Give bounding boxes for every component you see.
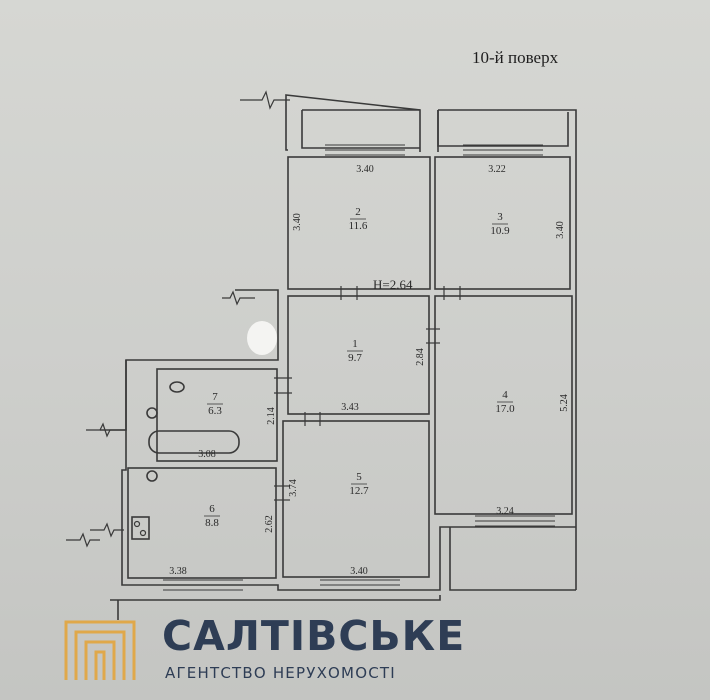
dim-room3-height: 3.40 <box>555 221 566 239</box>
dim-room2-height: 3.40 <box>292 213 303 231</box>
break-symbol <box>86 422 126 438</box>
room-2-number: 2 <box>355 206 361 218</box>
dim-bath-width: 3.08 <box>198 449 216 460</box>
stove-burner-1 <box>133 520 141 528</box>
dim-room4-width: 3.24 <box>496 506 514 517</box>
room-5-area: 12.7 <box>349 485 369 497</box>
outer-wall-left-top <box>285 98 288 151</box>
room-6-outline <box>127 467 277 579</box>
room-6-number: 6 <box>209 503 215 515</box>
dim-room3-width: 3.22 <box>488 164 506 175</box>
stove <box>131 516 150 540</box>
window-room-6 <box>163 579 243 591</box>
outer-wall-mid-left <box>235 289 279 300</box>
break-symbol <box>90 522 124 538</box>
floor-title: 10-й поверх <box>472 48 559 67</box>
outer-wall-bottom <box>110 595 441 601</box>
dim-room1-width: 3.43 <box>341 402 359 413</box>
agency-name: САЛТІВСЬКЕ <box>162 612 466 660</box>
room-1-outline <box>287 295 430 415</box>
loggia-right <box>437 110 569 147</box>
outer-wall-left-bottom <box>121 300 576 591</box>
room-7-number: 7 <box>212 391 218 403</box>
dim-room5-height: 3.74 <box>288 479 299 497</box>
dim-room5-width: 3.40 <box>350 566 368 577</box>
sink-bathroom <box>146 407 158 419</box>
break-symbol <box>240 90 290 110</box>
break-symbol <box>66 532 100 548</box>
window-room-4 <box>475 515 555 527</box>
bathtub <box>148 430 240 454</box>
outer-wall-top <box>285 94 577 590</box>
dim-room2-width: 3.40 <box>356 164 374 175</box>
room-4-number: 4 <box>502 389 508 401</box>
room-3-area: 10.9 <box>490 225 510 237</box>
dim-room1-height: 2.84 <box>415 348 426 366</box>
dim-room4-height: 5.24 <box>559 394 570 412</box>
ceiling-height-label: H=2.64 <box>373 277 413 292</box>
paper-blotch <box>247 321 277 355</box>
room-4-area: 17.0 <box>495 403 515 415</box>
window-room-2 <box>325 144 405 156</box>
dim-room6-height: 2.62 <box>264 515 275 533</box>
toilet <box>169 381 185 393</box>
room-5-number: 5 <box>356 471 362 483</box>
room-7-area: 6.3 <box>208 405 222 417</box>
dim-room6-width: 3.38 <box>169 566 187 577</box>
outer-wall-notch <box>100 360 127 431</box>
room-5-outline <box>282 420 430 578</box>
room-2-outline <box>287 156 431 290</box>
loggia-left <box>301 109 420 149</box>
room-3-number: 3 <box>497 211 503 223</box>
window-room-3 <box>463 144 543 156</box>
room-1-number: 1 <box>352 338 358 350</box>
room-4-outline <box>434 295 573 515</box>
stove-burner-2 <box>139 529 147 537</box>
room-3-outline <box>434 156 571 290</box>
dim-room7-height: 2.14 <box>266 407 277 425</box>
break-symbol <box>222 290 255 306</box>
building-columns-logo-icon <box>64 620 136 680</box>
sink-kitchen <box>146 470 158 482</box>
room-2-area: 11.6 <box>349 220 368 232</box>
agency-subtitle: АГЕНТСТВО НЕРУХОМОСТІ <box>165 664 396 682</box>
window-room-5 <box>320 579 400 591</box>
agency-branding: САЛТІВСЬКЕ АГЕНТСТВО НЕРУХОМОСТІ <box>60 612 540 692</box>
room-6-area: 8.8 <box>205 517 219 529</box>
balcony-lower <box>449 527 576 591</box>
room-1-area: 9.7 <box>348 352 362 364</box>
